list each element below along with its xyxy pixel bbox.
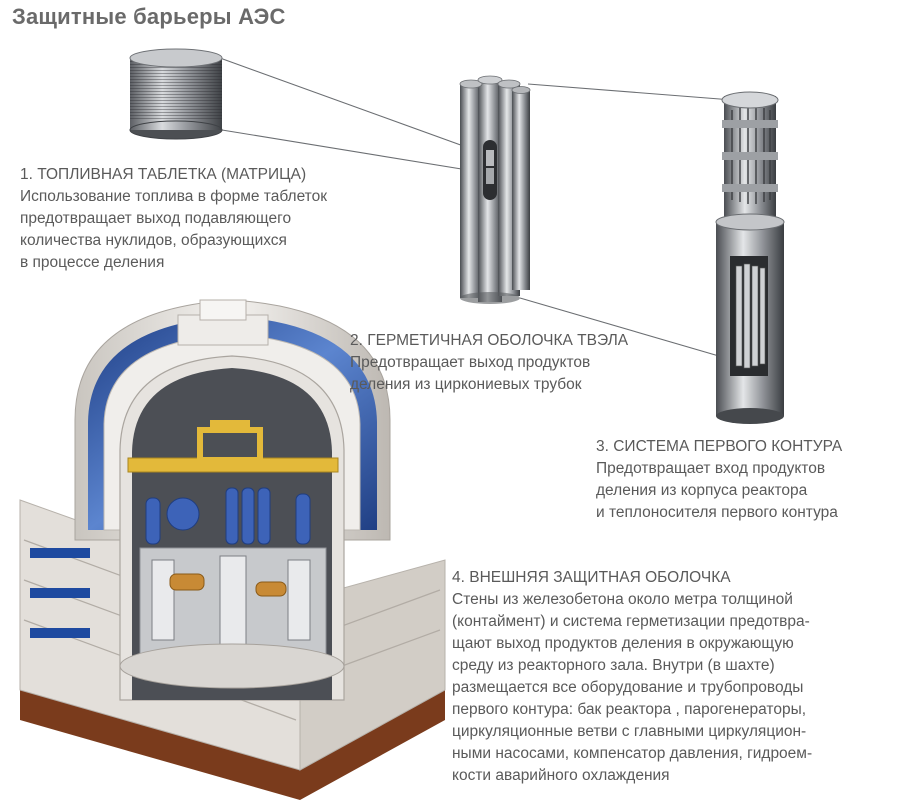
fuel-assembly-illustration	[715, 91, 785, 424]
barrier-4-text-line: размещается все оборудование и трубопров…	[452, 679, 804, 696]
fuel-rod-bundle-illustration	[459, 75, 531, 304]
barrier-2-fuel-cladding: 2. ГЕРМЕТИЧНАЯ ОБОЛОЧКА ТВЭЛА Предотвращ…	[350, 330, 628, 396]
barrier-4-text-line: среду из реакторного зала. Внутри (в шах…	[452, 657, 775, 674]
barrier-1-fuel-pellet: 1. ТОПЛИВНАЯ ТАБЛЕТКА (МАТРИЦА) Использо…	[20, 164, 327, 274]
barrier-4-text-line: циркуляционные ветви с главными циркуляц…	[452, 723, 807, 740]
barrier-2-text-line: Предотвращает выход продуктов	[350, 354, 591, 371]
reactor-building-illustration	[19, 299, 446, 800]
barrier-4-text-line: Стены из железобетона около метра толщин…	[452, 591, 793, 608]
barrier-4-heading: 4. ВНЕШНЯЯ ЗАЩИТНАЯ ОБОЛОЧКА	[452, 569, 731, 586]
barrier-2-heading: 2. ГЕРМЕТИЧНАЯ ОБОЛОЧКА ТВЭЛА	[350, 332, 629, 349]
barrier-2-text-line: деления из циркониевых трубок	[350, 376, 582, 393]
barrier-3-text-line: деления из корпуса реактора	[596, 482, 808, 499]
barrier-4-text-line: ными насосами, компенсатор давления, гид…	[452, 745, 813, 762]
barrier-1-text-line: в процессе деления	[20, 254, 165, 271]
barrier-3-primary-circuit: 3. СИСТЕМА ПЕРВОГО КОНТУРА Предотвращает…	[596, 436, 842, 524]
barrier-4-text-line: (контаймент) и система герметизации пред…	[452, 613, 810, 630]
connector-lines	[219, 57, 761, 369]
page-title: Защитные барьеры АЭС	[12, 4, 286, 29]
barrier-1-heading: 1. ТОПЛИВНАЯ ТАБЛЕТКА (МАТРИЦА)	[20, 166, 307, 183]
fuel-pellet-illustration	[129, 48, 223, 140]
barrier-1-text-line: количества нуклидов, образующихся	[20, 232, 287, 249]
barrier-4-containment: 4. ВНЕШНЯЯ ЗАЩИТНАЯ ОБОЛОЧКА Стены из же…	[452, 567, 812, 787]
barrier-3-heading: 3. СИСТЕМА ПЕРВОГО КОНТУРА	[596, 438, 843, 455]
barrier-4-text-line: кости аварийного охлаждения	[452, 767, 670, 784]
barrier-1-text-line: предотвращает выход подавляющего	[20, 210, 292, 227]
barrier-4-text-line: первого контура: бак реактора , парогене…	[452, 701, 807, 718]
barrier-3-text-line: Предотвращает вход продуктов	[596, 460, 826, 477]
barrier-4-text-line: щают выход продуктов деления в окружающу…	[452, 635, 794, 652]
barrier-1-text-line: Использование топлива в форме таблеток	[20, 188, 328, 205]
barrier-3-text-line: и теплоносителя первого контура	[596, 504, 838, 521]
